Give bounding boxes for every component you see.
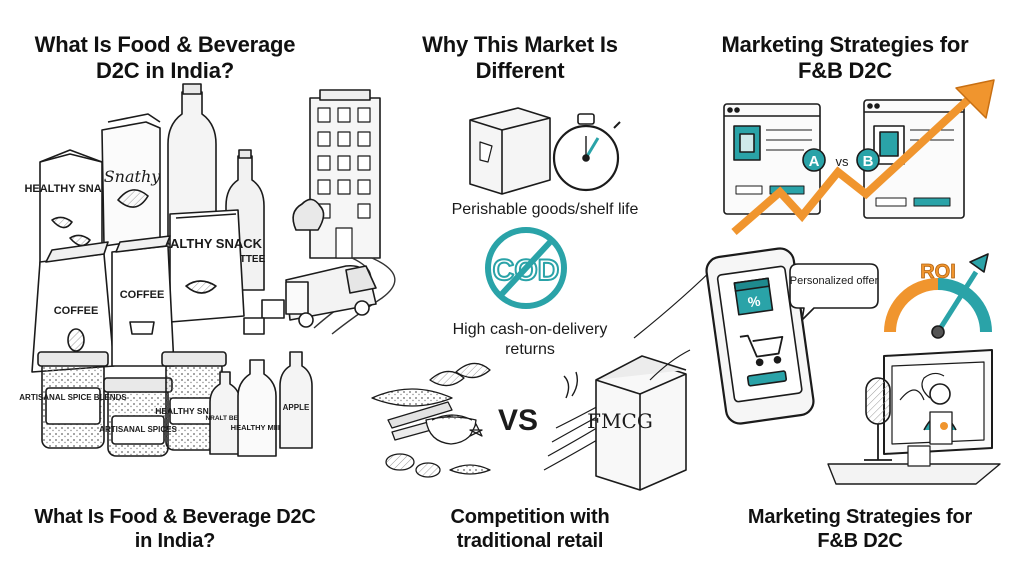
personalized-offer-label: Personalized offer (790, 275, 879, 287)
coffee-bag-1: COFFEE (31, 241, 115, 373)
offer-percent-icon: % (747, 293, 762, 311)
smartphone-icon: % (705, 247, 815, 425)
artisanal-spice-blends-jar: ARTISANAL SPICE BLENDS (19, 351, 127, 449)
snathy-bag: Snathy (101, 113, 162, 247)
raw-spices-icon (371, 362, 491, 478)
apple-label: APPLE (283, 403, 310, 412)
stopwatch-icon (552, 113, 621, 192)
healthy-snack-pouch: HEALTHY SNACK (152, 209, 263, 323)
fmcg-label: FMCG (587, 409, 653, 433)
ab-vs-label: vs (836, 154, 850, 169)
influencer-video-studio-icon (827, 349, 1001, 485)
ab-variant-badges: A vs B (802, 148, 880, 172)
personalized-offer-bubble: Personalized offer (789, 263, 879, 321)
artisanal-spices-label: ARTISANAL SPICES (99, 425, 177, 434)
personalized-offer-text: Personalized offer (790, 275, 879, 287)
right-title: Marketing Strategies for F&B D2C (721, 32, 969, 83)
middle-bottom-title: Competition with traditional retail (450, 506, 610, 552)
right-bottom-title: Marketing Strategies for F&B D2C (747, 506, 973, 552)
ab-variant-b: B (863, 153, 874, 170)
perishable-caption: Perishable goods/shelf life (451, 201, 639, 218)
coffee-bag-1-label: COFFEE (54, 305, 99, 317)
roi-label: ROI (920, 261, 956, 283)
ab-test-window-a (723, 103, 821, 215)
left-title: What Is Food & Beverage D2C in India? (34, 32, 296, 83)
bottee-label: BOTTEE (225, 254, 266, 265)
snathy-bag-label: Snathy (104, 167, 162, 186)
healthy-milk-label: HEALTHY MIIK (231, 423, 284, 432)
small-bottles-group: NRALT BEVE HEALTHY MIIK APPLE (205, 351, 313, 457)
delivery-van-icon (243, 264, 377, 335)
apartment-building-icon (292, 89, 381, 259)
ab-variant-a: A (809, 153, 820, 170)
healthy-snacks-jar: HEALTHY SNACKS (155, 351, 233, 451)
competition-vs-label: VS (498, 404, 538, 437)
cod-caption: High cash-on-delivery returns (452, 321, 608, 358)
cod-prohibited-icon: COD (485, 227, 567, 309)
right-group: A vs B % Persona (705, 79, 1001, 485)
nralt-beve-label: NRALT BEVE (205, 415, 247, 422)
middle-title: Why This Market Is Different (422, 32, 618, 83)
coffee-bag-2: COFFEE (111, 235, 175, 367)
fmcg-box-icon: FMCG (587, 355, 687, 491)
road-path (331, 257, 396, 335)
coffee-bag-2-label: COFFEE (120, 289, 165, 301)
healthy-snacks-label: HEALTHY SNACKS (155, 406, 233, 416)
cod-badge-text: COD (493, 254, 560, 287)
artisanal-spice-blends-label: ARTISANAL SPICE BLENDS (19, 393, 127, 402)
roi-gauge-icon: ROI (884, 253, 992, 339)
fragile-box-icon (469, 107, 551, 195)
growth-arrow-icon (731, 79, 995, 236)
left-products-group: HEALTHY SNACK Snathy BOTTEE HEALTHY SNAC… (19, 83, 396, 457)
healthy-snack-carton-label: HEALTHY SNACK (24, 183, 117, 195)
middle-group: COD VS (371, 107, 687, 491)
healthy-snack-pouch-label: HEALTHY SNACK (152, 236, 263, 251)
left-bottom-title: What Is Food & Beverage D2C in India? (34, 506, 316, 552)
